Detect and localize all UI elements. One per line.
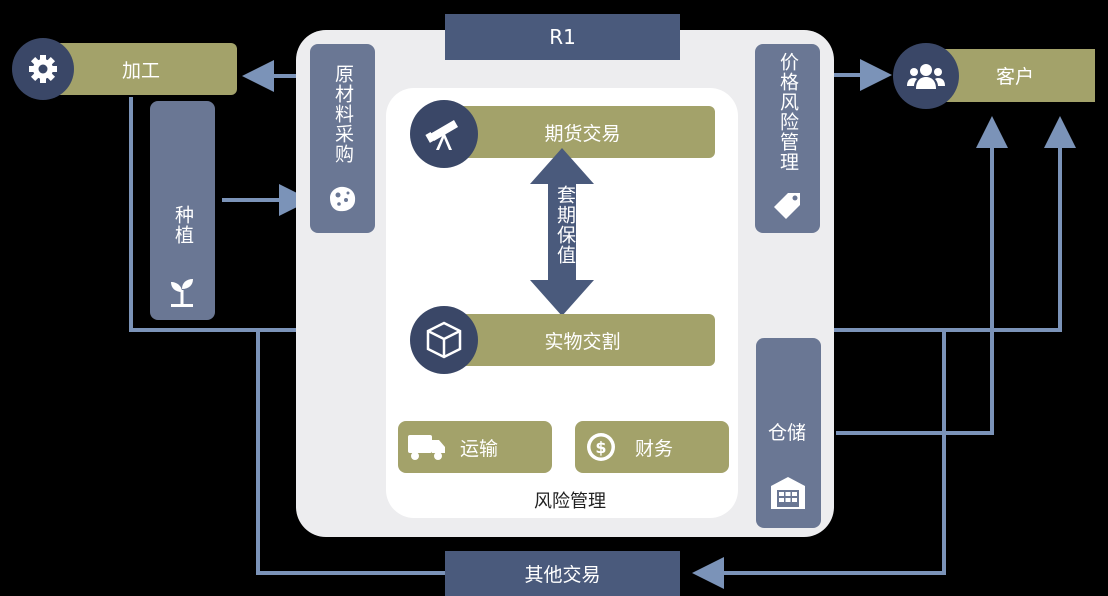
raw-procurement-box[interactable]: 原材料采购: [310, 44, 375, 233]
planting-label: 种植: [172, 205, 194, 245]
risk-management-label: 风险管理: [534, 491, 606, 512]
seedling-icon: [171, 279, 193, 307]
planting-box[interactable]: 种植: [150, 101, 215, 320]
line-to-other-trades: [256, 330, 445, 575]
hedging-double-arrow: [530, 148, 594, 316]
price-risk-label: 价格风险管理: [777, 52, 799, 172]
futures-box[interactable]: 期货交易: [450, 106, 715, 158]
physical-delivery-label: 实物交割: [544, 330, 621, 353]
other-trades-box[interactable]: 其他交易: [445, 551, 680, 596]
ore-icon: [330, 186, 356, 212]
storage-box[interactable]: 仓储: [756, 338, 821, 528]
gear-icon: [12, 38, 74, 100]
telescope-icon: [410, 100, 478, 168]
futures-label: 期货交易: [544, 122, 621, 145]
svg-text:$: $: [595, 438, 606, 457]
truck-icon: [408, 435, 445, 460]
finance-box[interactable]: $ 财务: [575, 421, 729, 473]
transport-box[interactable]: 运输: [398, 421, 552, 473]
customer-box[interactable]: 客户: [935, 49, 1095, 102]
storage-label: 仓储: [768, 422, 807, 444]
line-storage-to-customer: [836, 116, 1008, 435]
hedging-label: 套期保值: [554, 185, 576, 265]
dollar-icon: $: [587, 433, 615, 461]
line-right-to-other-trades: [692, 330, 946, 589]
processing-label: 加工: [121, 59, 160, 82]
line-physical-to-customer: [724, 116, 1076, 332]
processing-box[interactable]: 加工: [45, 43, 237, 95]
price-risk-box[interactable]: 价格风险管理: [755, 44, 820, 233]
raw-procurement-label: 原材料采购: [332, 64, 354, 164]
price-tag-icon: [774, 193, 800, 219]
r1-title: R1: [445, 14, 680, 60]
warehouse-icon: [771, 477, 805, 509]
users-icon: [893, 43, 959, 109]
transport-label: 运输: [460, 438, 499, 460]
finance-label: 财务: [635, 438, 674, 460]
physical-delivery-box[interactable]: 实物交割: [450, 314, 715, 366]
box-icon: [410, 306, 478, 374]
customer-label: 客户: [995, 66, 1034, 88]
